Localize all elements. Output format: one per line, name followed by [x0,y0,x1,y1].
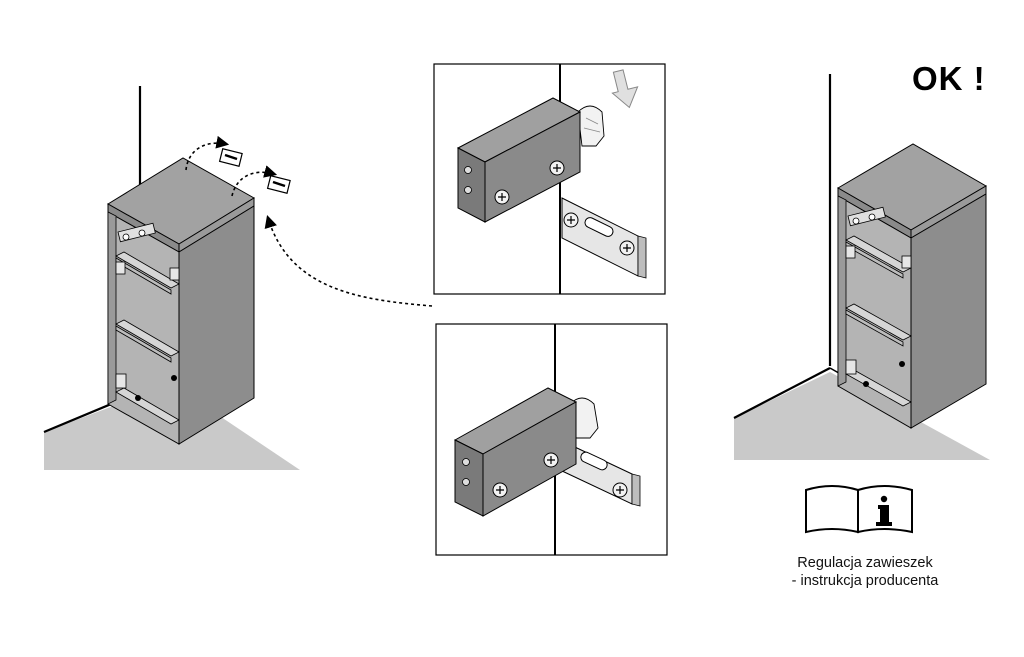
manual-info-icon [805,485,913,534]
detail-panel-top [433,63,666,295]
screw-icon [549,160,565,176]
down-arrow-icon [611,69,639,109]
manual-caption-line2: - instrukcja producenta [791,573,939,589]
hanger-hook [577,105,605,147]
screw-icon [492,482,508,498]
cabinet-right [837,143,987,429]
screw-icon [619,240,635,256]
wall-base-left [733,367,831,419]
wall-bracket-1 [218,148,243,167]
wall-plate [561,197,647,279]
right-scene [733,74,990,534]
detail-panel-bottom [435,323,668,556]
screw-icon [563,212,579,228]
wall-bracket-2 [266,175,291,194]
dotted-arrow-icon [185,135,230,171]
screw-icon [612,482,628,498]
left-scene [43,86,433,470]
ok-status-text: OK ! [912,60,986,97]
hanger-bracket-icon [456,97,582,223]
dotted-arrow-icon [264,214,433,307]
hanger-bracket-icon [453,387,578,517]
manual-caption-line1: Regulacja zawieszek [797,555,933,571]
floor-right [734,372,990,460]
wall-plate [559,439,641,507]
cabinet-left [107,157,255,445]
screw-icon [494,189,510,205]
dotted-arrow-icon [231,165,278,197]
screw-icon [543,452,559,468]
